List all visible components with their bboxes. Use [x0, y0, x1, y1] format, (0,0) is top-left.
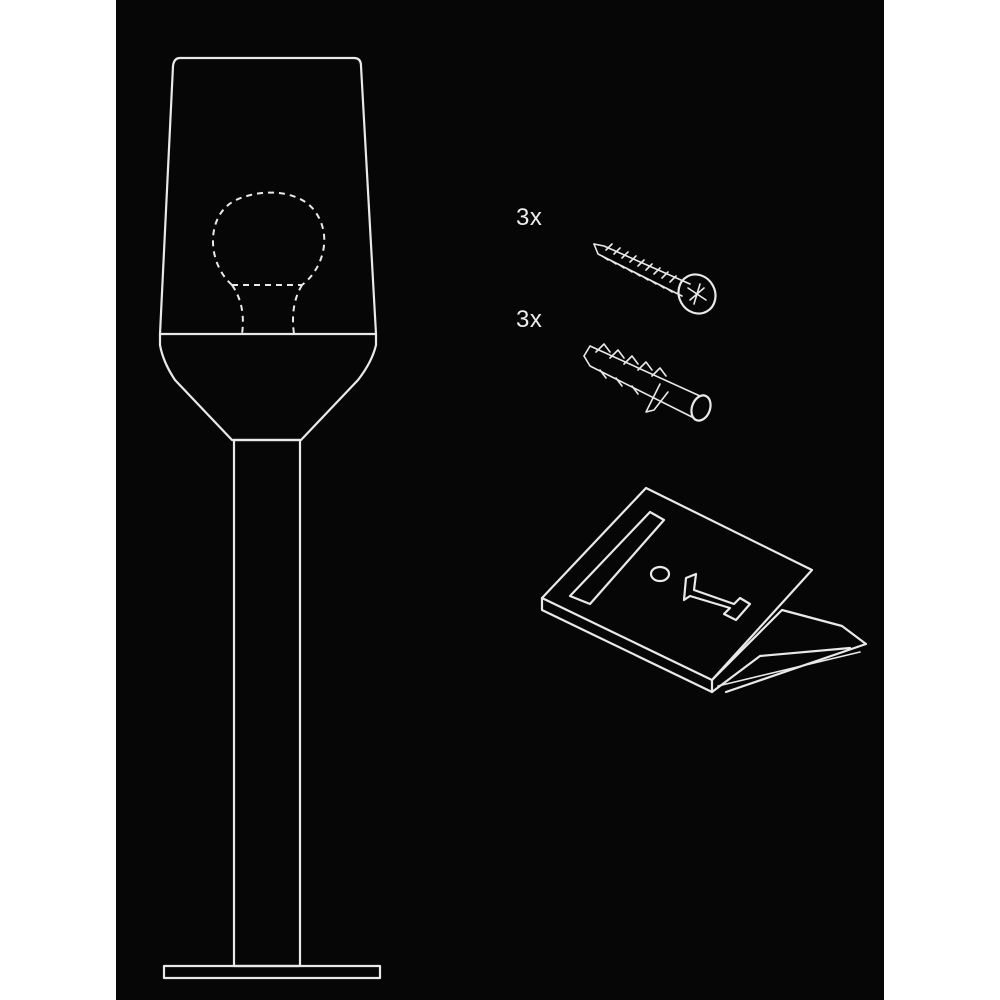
bulb-icon: [212, 191, 326, 335]
lamp-shade: [158, 56, 378, 336]
bollard-lamp-icon: [158, 56, 382, 980]
wall-plug-quantity: 3x: [516, 306, 543, 333]
screw-quantity: 3x: [516, 204, 543, 231]
drilling-template-icon: [540, 486, 868, 694]
lamp-post: [232, 438, 302, 968]
lamp-head-cone: [158, 332, 378, 442]
instruction-panel: [116, 0, 884, 1000]
lamp-base-plate: [162, 964, 382, 980]
screw-icon: [593, 243, 717, 315]
wall-plug-icon: [583, 343, 712, 422]
